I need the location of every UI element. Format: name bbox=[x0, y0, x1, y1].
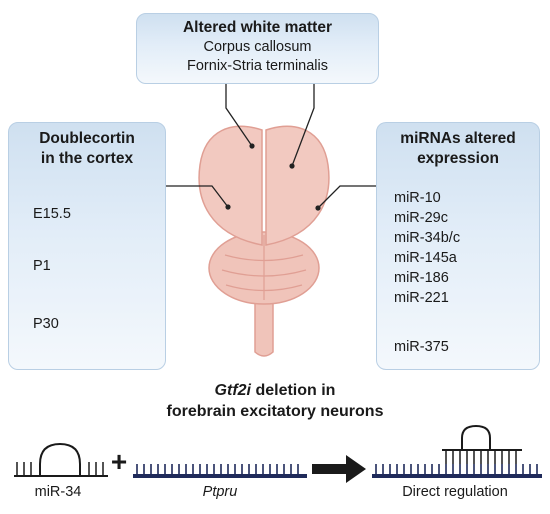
direct-regulation-label: Direct regulation bbox=[402, 484, 508, 500]
mirna-item: miR-186 bbox=[394, 270, 449, 286]
top-box-title: Altered white matter bbox=[182, 19, 332, 36]
mirna-label: miR-34 bbox=[34, 484, 82, 500]
mirna-item: miR-145a bbox=[394, 250, 457, 266]
mirna-item: miR-29c bbox=[394, 210, 448, 226]
right-box-title-line2: expression bbox=[417, 150, 499, 167]
doublecortin-box: Doublecortin in the cortex bbox=[8, 122, 166, 370]
top-box-line-1: Corpus callosum bbox=[203, 39, 312, 55]
mirna-item-up: miR-375 bbox=[394, 339, 449, 355]
pointer-dots bbox=[225, 143, 321, 211]
mirna-item: miR-221 bbox=[394, 290, 449, 306]
mirna-hairpin-icon bbox=[14, 442, 108, 477]
stage-label-p1: P1 bbox=[33, 258, 51, 274]
right-box-title-line1: miRNAs altered bbox=[400, 130, 516, 147]
mirna-item: miR-10 bbox=[394, 190, 441, 206]
left-hemisphere bbox=[198, 125, 263, 246]
main-title: Gtf2i deletion in forebrain excitatory n… bbox=[100, 380, 450, 422]
altered-white-matter-box: Altered white matter Corpus callosum For… bbox=[136, 13, 379, 84]
stage-label-p30: P30 bbox=[33, 316, 59, 332]
mirnas-box: miRNAs altered expression bbox=[376, 122, 540, 370]
direct-regulation-icon bbox=[372, 424, 542, 478]
plus-sign: + bbox=[110, 446, 128, 477]
main-title-line1-rest: deletion in bbox=[251, 382, 336, 399]
stage-label-e15: E15.5 bbox=[33, 206, 71, 222]
ptpru-mrna-icon bbox=[133, 464, 307, 478]
right-hemisphere bbox=[265, 125, 330, 246]
top-box-line-2: Fornix-Stria terminalis bbox=[187, 58, 328, 74]
main-title-gene: Gtf2i bbox=[214, 382, 251, 399]
main-title-line2: forebrain excitatory neurons bbox=[166, 403, 384, 420]
brain-stem bbox=[254, 299, 274, 357]
left-box-title-line1: Doublecortin bbox=[39, 130, 135, 147]
mirna-item: miR-34b/c bbox=[394, 230, 461, 246]
result-arrow-icon bbox=[312, 455, 366, 483]
brain-illustration bbox=[198, 125, 330, 357]
left-box-title-line2: in the cortex bbox=[40, 150, 134, 167]
ptpru-label: Ptpru bbox=[202, 484, 238, 500]
pointer-lines bbox=[166, 84, 376, 209]
